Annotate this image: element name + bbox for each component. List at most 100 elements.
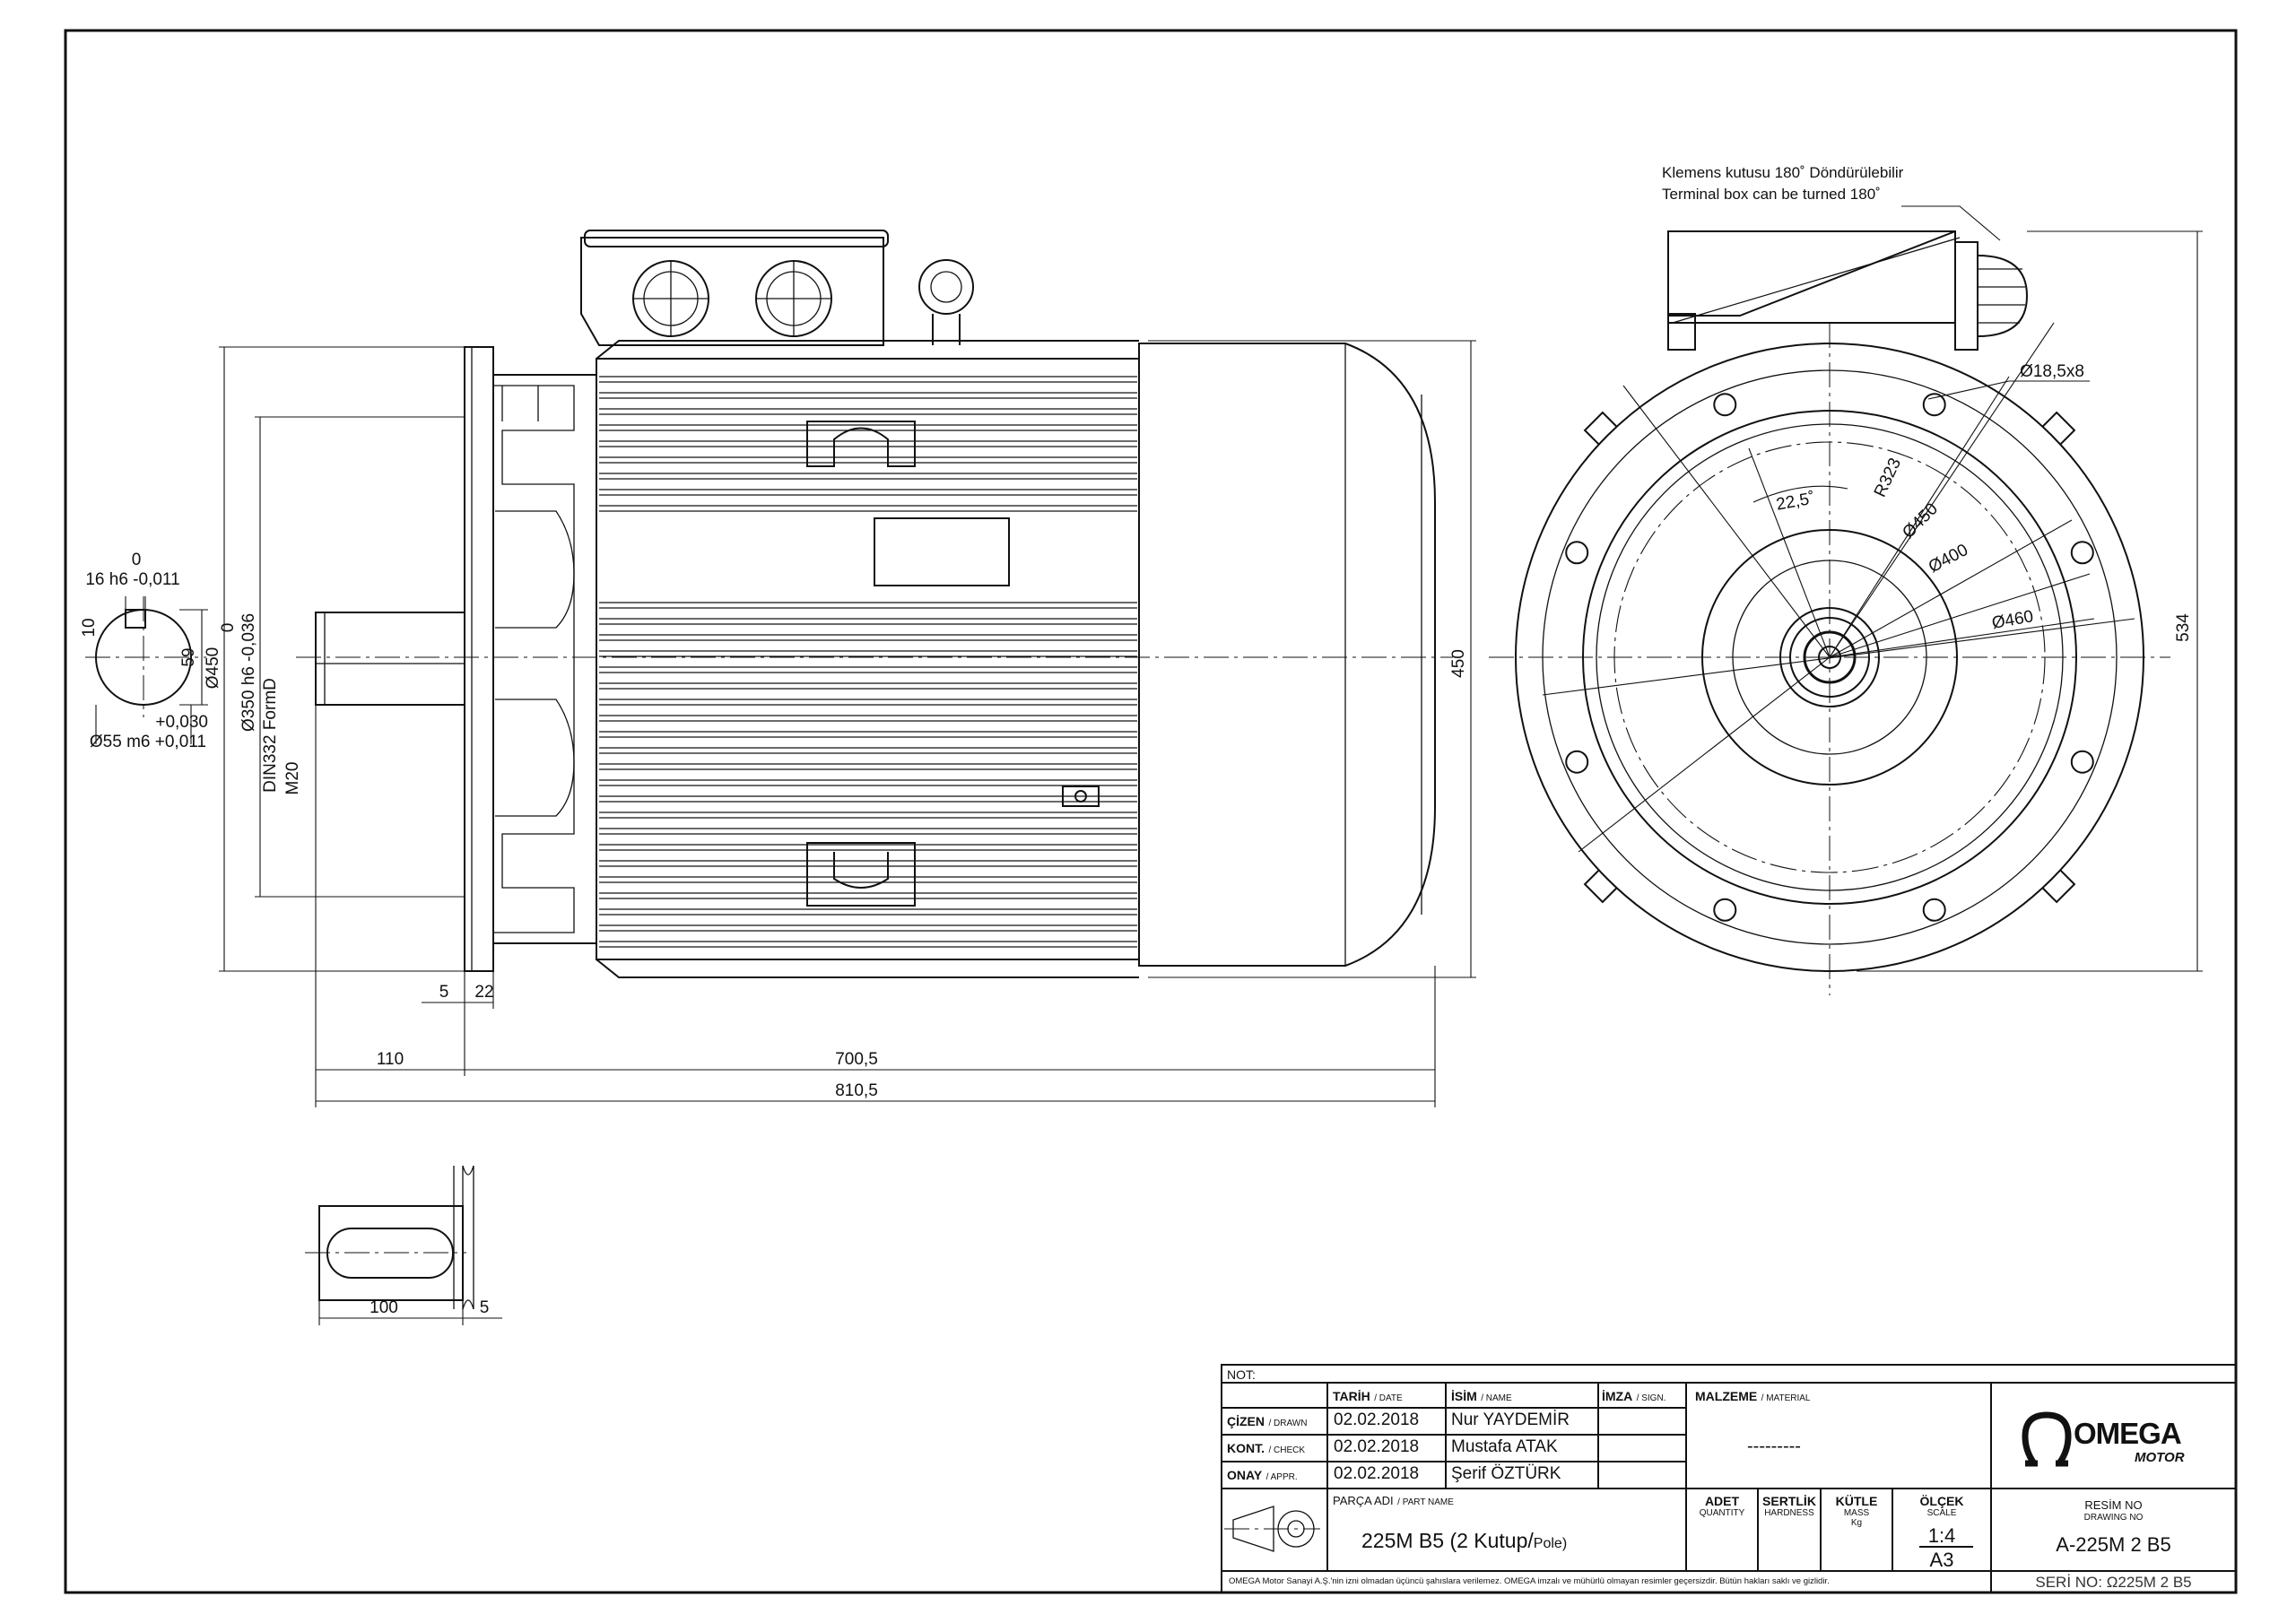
terminal-note-en: Terminal box can be turned 180˚	[1662, 186, 1881, 203]
row-check-label: KONT. / CHECK	[1227, 1441, 1305, 1457]
bolt-hole	[1922, 898, 1946, 922]
drawn-date: 02.02.2018	[1334, 1410, 1420, 1429]
dim-flange-diameter: Ø450	[204, 647, 222, 689]
col-sign-header: İMZA / SIGN.	[1602, 1389, 1665, 1405]
qty-label-en: QUANTITY	[1699, 1508, 1745, 1519]
approve-date: 02.02.2018	[1334, 1464, 1420, 1483]
row-approve-label: ONAY / APPR.	[1227, 1468, 1298, 1484]
approve-label: ONAY	[1227, 1468, 1263, 1482]
bolt-hole	[2070, 541, 2094, 565]
hardness-label-en: HARDNESS	[1764, 1508, 1814, 1519]
check-label: KONT.	[1227, 1441, 1265, 1455]
bolt-hole	[2070, 750, 2094, 774]
dim-thread: M20	[283, 762, 302, 795]
material-label-en: / MATERIAL	[1761, 1393, 1811, 1403]
dim-key-height: 59	[179, 647, 198, 666]
omega-logo-symbol	[2022, 1411, 2072, 1467]
mounting-lug	[2041, 869, 2076, 904]
col-name-en: / NAME	[1481, 1393, 1512, 1403]
disclaimer: OMEGA Motor Sanayi A.Ş.'nin izni olmadan…	[1229, 1576, 1830, 1586]
bolt-hole	[1922, 393, 1946, 417]
dim-shaft-diameter: Ø55 m6 +0,011	[90, 733, 206, 751]
dim-flange-thickness: 22	[474, 983, 493, 1002]
mounting-lug	[1583, 869, 1618, 904]
part-label-en: / PART NAME	[1397, 1497, 1454, 1507]
dim-flange-gap: 5	[439, 983, 449, 1002]
dim-key-depth: 10	[80, 618, 99, 637]
drawing-no: A-225M 2 B5	[2056, 1533, 2171, 1556]
part-name-small: Pole)	[1533, 1536, 1568, 1551]
dim-flange-standard: DIN332 FormD	[261, 678, 280, 793]
dim-spigot-tol-top: 0	[219, 623, 238, 633]
brand-name: OMEGA	[2074, 1417, 2182, 1450]
dim-shaft-length: 110	[377, 1050, 404, 1069]
side-view-motor	[296, 230, 1453, 978]
bolt-hole	[1565, 541, 1589, 565]
col-sign: İMZA	[1602, 1389, 1633, 1403]
drawn-name: Nur YAYDEMİR	[1451, 1410, 1570, 1429]
dim-total-length: 810,5	[835, 1081, 878, 1100]
side-view-dimensions	[219, 340, 1476, 1107]
drawn-label: ÇİZEN	[1227, 1414, 1265, 1428]
material-value: ---------	[1747, 1436, 1801, 1456]
dim-pcd-460: Ø460	[1990, 607, 2034, 633]
check-label-en: / CHECK	[1268, 1445, 1306, 1455]
check-date: 02.02.2018	[1334, 1437, 1420, 1456]
part-label: PARÇA ADI	[1333, 1494, 1394, 1507]
dim-pcd-450: Ø450	[1899, 499, 1942, 542]
drawing-no-label-en: DRAWING NO	[2083, 1512, 2144, 1523]
dim-radius: R323	[1871, 456, 1905, 500]
qty-label: ADET	[1704, 1494, 1740, 1508]
sheet-size: A3	[1929, 1549, 1954, 1571]
mass-label: KÜTLE	[1835, 1494, 1878, 1508]
bolt-hole	[1713, 898, 1737, 922]
dim-holes: Ø18,5x8	[2020, 362, 2084, 381]
key-detail	[305, 1165, 502, 1325]
col-name-header: İSİM / NAME	[1451, 1389, 1512, 1405]
hardness-label: SERTLİK	[1762, 1494, 1816, 1508]
dim-spigot-diameter: Ø350 h6 -0,036	[239, 613, 258, 732]
shaft-section	[85, 596, 208, 744]
col-date-header: TARİH / DATE	[1333, 1389, 1403, 1405]
row-drawn-label: ÇİZEN / DRAWN	[1227, 1414, 1307, 1430]
dim-shaft-tol-upper: +0,030	[155, 713, 208, 732]
part-header: PARÇA ADI / PART NAME	[1333, 1493, 1454, 1509]
dimension-labels: 0 16 h6 -0,011 10 59 +0,030 Ø55 m6 +0,01…	[80, 164, 2193, 1317]
part-icon	[1224, 1506, 1320, 1552]
mounting-lug	[2041, 411, 2076, 446]
drawing-border	[64, 29, 2238, 1594]
part-name-wrap: 225M B5 (2 Kutup/Pole)	[1361, 1529, 1567, 1553]
brand-sub: MOTOR	[2135, 1450, 2185, 1465]
dim-end-height: 534	[2174, 613, 2193, 642]
scale-value: 1:4	[1927, 1524, 1956, 1547]
dim-key-offset: 5	[480, 1298, 490, 1317]
drawn-label-en: / DRAWN	[1268, 1419, 1308, 1428]
part-name: 225M B5 (2 Kutup/	[1361, 1529, 1534, 1552]
material-header: MALZEME / MATERIAL	[1695, 1389, 1811, 1405]
drawing-no-label: RESİM NO	[2084, 1498, 2143, 1512]
scale-label: ÖLÇEK	[1919, 1494, 1964, 1508]
material-label: MALZEME	[1695, 1389, 1758, 1403]
bolt-hole	[1565, 750, 1589, 774]
dim-key-width-top: 0	[132, 551, 142, 569]
check-name: Mustafa ATAK	[1451, 1437, 1558, 1456]
col-date-en: / DATE	[1374, 1393, 1403, 1403]
end-view-motor	[1489, 205, 2203, 995]
dim-pcd-400: Ø400	[1926, 541, 1971, 577]
title-block-grid	[1221, 1364, 2237, 1593]
dim-angle: 22,5˚	[1775, 489, 1816, 514]
approve-name: Şerif ÖZTÜRK	[1451, 1464, 1561, 1483]
col-name: İSİM	[1451, 1389, 1477, 1403]
approve-label-en: / APPR.	[1265, 1472, 1298, 1482]
dim-key-width: 16 h6 -0,011	[85, 570, 179, 589]
terminal-note-tr: Klemens kutusu 180˚ Döndürülebilir	[1662, 164, 1904, 181]
scale-label-en: SCALE	[1926, 1508, 1957, 1519]
dim-overall-height: 450	[1449, 649, 1468, 678]
dim-body-length: 700,5	[835, 1050, 878, 1069]
dim-key-length: 100	[370, 1298, 398, 1317]
